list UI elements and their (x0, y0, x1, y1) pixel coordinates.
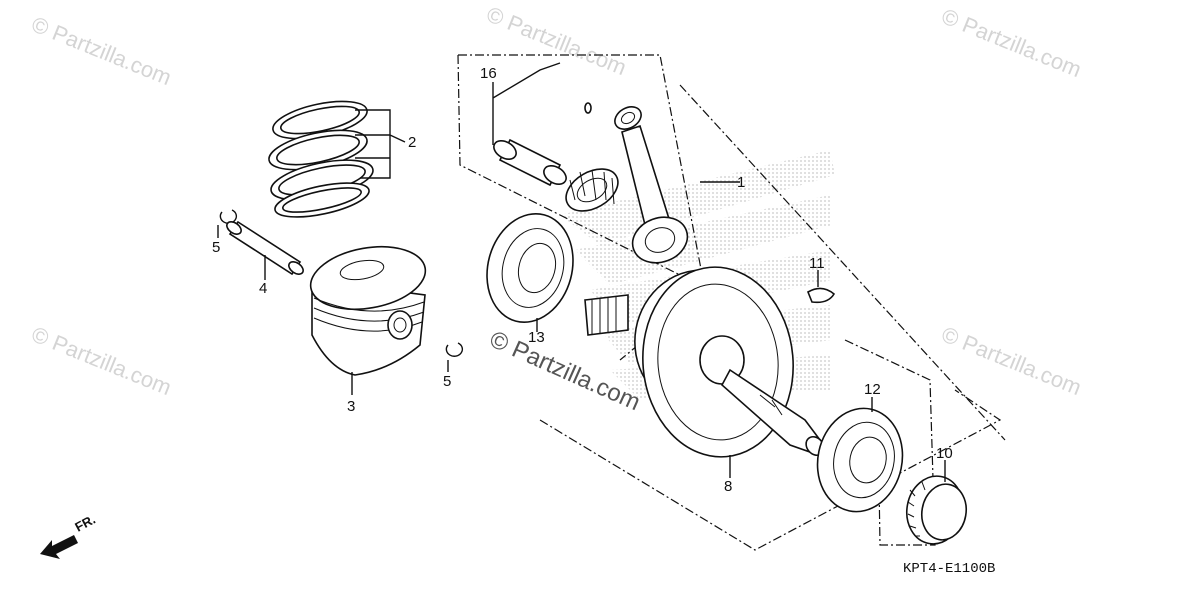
watermark-mid-right: © Partzilla.com (938, 321, 1085, 400)
callout-11: 11 (809, 255, 825, 272)
front-direction-arrow (40, 535, 78, 559)
group-outline-conrod-left (457, 54, 701, 286)
crankshaft-bearing-left[interactable] (475, 204, 585, 332)
watermark-mid-left: © Partzilla.com (28, 321, 175, 400)
needle-bearing[interactable] (559, 160, 625, 219)
callout-12: 12 (864, 381, 881, 398)
callout-4: 4 (259, 280, 267, 297)
callout-5-right: 5 (443, 373, 451, 390)
piston-rings[interactable] (266, 94, 377, 223)
crank-pin[interactable] (491, 137, 570, 188)
callout-8: 8 (724, 478, 732, 495)
callout-5-left: 5 (212, 239, 220, 256)
callout-1: 1 (737, 174, 745, 191)
crankshaft-bearing-right[interactable] (808, 400, 912, 519)
diagram-code: KPT4-E1100B (903, 561, 995, 577)
piston-pin[interactable] (225, 219, 306, 276)
front-marker-label: FR. (72, 512, 98, 535)
callout-13: 13 (528, 329, 545, 346)
piston[interactable] (306, 238, 431, 376)
callout-16: 16 (480, 65, 497, 82)
cam-chain-drive-sprocket[interactable] (902, 472, 971, 549)
connecting-rod[interactable] (611, 102, 694, 270)
woodruff-key[interactable] (806, 287, 836, 304)
leader-2 (355, 109, 406, 179)
watermark-top-center: © Partzilla.com (483, 1, 630, 80)
watermark-top-left: © Partzilla.com (28, 11, 175, 90)
dowel-pin[interactable] (584, 102, 592, 114)
callout-3: 3 (347, 398, 355, 415)
group-outline-crank (539, 389, 1002, 551)
watermark-top-right: © Partzilla.com (938, 3, 1085, 82)
piston-pin-clip-right[interactable] (445, 342, 464, 357)
callout-10: 10 (936, 445, 953, 462)
group-outline-bearing (844, 339, 936, 546)
group-outline-diagonal (679, 84, 1006, 441)
crankshaft[interactable] (584, 260, 828, 463)
callout-2: 2 (408, 134, 416, 151)
leader-16 (492, 62, 561, 145)
piston-pin-clip-left[interactable] (219, 209, 238, 224)
